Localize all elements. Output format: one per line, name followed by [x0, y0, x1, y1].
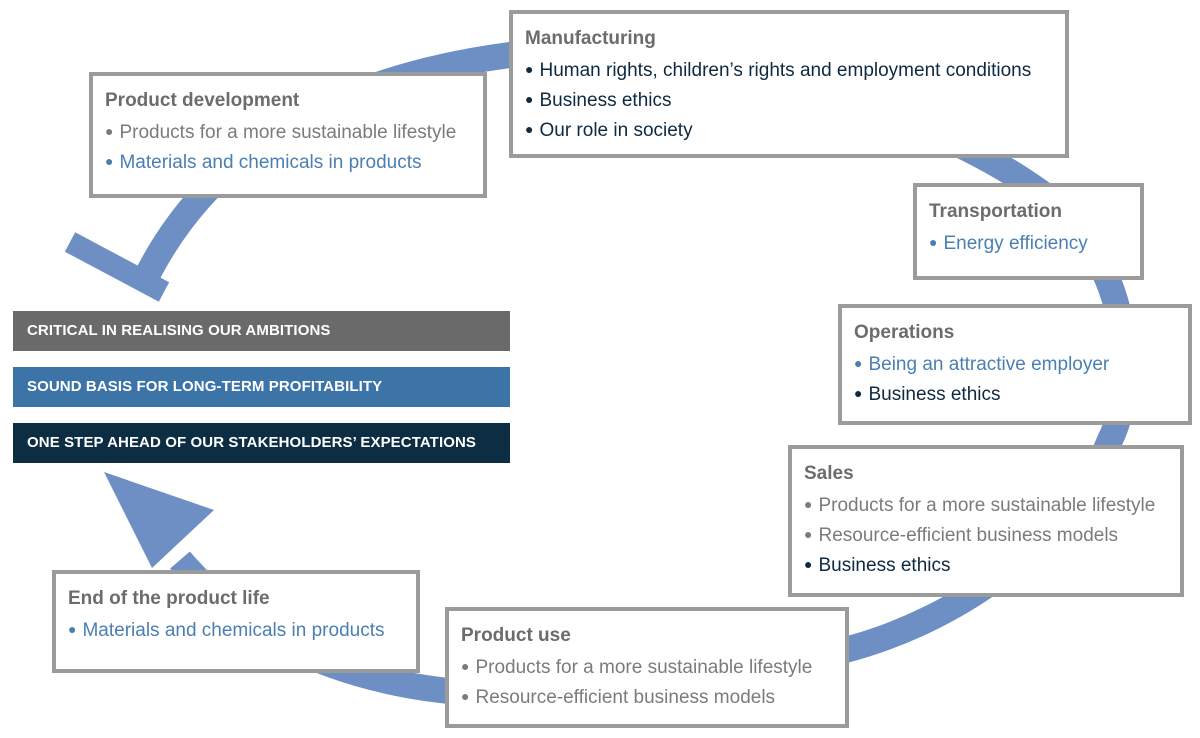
stage-transportation: Transportation ●Energy efficiency	[913, 183, 1144, 280]
stage-item: ●Energy efficiency	[929, 233, 1088, 254]
stage-item: ●Materials and chemicals in products	[105, 152, 422, 173]
bullet-dot-icon: ●	[854, 355, 863, 371]
stage-product-development: Product development ●Products for a more…	[89, 72, 487, 198]
bullet-dot-icon: ●	[525, 121, 534, 137]
bullet-dot-icon: ●	[525, 91, 534, 107]
stage-manufacturing: Manufacturing ●Human rights, children’s …	[509, 10, 1069, 158]
stop-bar-icon	[64, 232, 170, 302]
stage-item: ●Resource-efficient business models	[804, 525, 1119, 546]
bullet-dot-icon: ●	[525, 61, 534, 77]
stage-item: ●Materials and chemicals in products	[68, 620, 385, 641]
bullet-dot-icon: ●	[461, 688, 470, 704]
bullet-dot-icon: ●	[804, 556, 813, 572]
stage-item: ●Products for a more sustainable lifesty…	[461, 657, 813, 678]
bullet-dot-icon: ●	[461, 658, 470, 674]
stage-item-list: ●Products for a more sustainable lifesty…	[804, 491, 1168, 581]
stage-title: End of the product life	[68, 588, 270, 609]
bullet-dot-icon: ●	[854, 385, 863, 401]
stage-item-list: ●Materials and chemicals in products	[68, 616, 404, 646]
stage-sales: Sales ●Products for a more sustainable l…	[788, 445, 1184, 597]
stage-item: ●Business ethics	[525, 90, 672, 111]
stage-item-list: ●Energy efficiency	[929, 229, 1128, 259]
stage-item-list: ●Human rights, children’s rights and emp…	[525, 56, 1053, 146]
bullet-dot-icon: ●	[929, 234, 938, 250]
stage-item: ●Resource-efficient business models	[461, 687, 776, 708]
stage-item-list: ●Products for a more sustainable lifesty…	[461, 653, 833, 713]
bullet-dot-icon: ●	[105, 123, 114, 139]
bullet-dot-icon: ●	[804, 496, 813, 512]
bullet-dot-icon: ●	[804, 526, 813, 542]
stage-item-list: ●Products for a more sustainable lifesty…	[105, 118, 471, 178]
stage-item: ●Products for a more sustainable lifesty…	[105, 122, 457, 143]
banner-sound-basis: SOUND BASIS FOR LONG-TERM PROFITABILITY	[13, 367, 510, 407]
bullet-dot-icon: ●	[68, 621, 77, 637]
stage-item: ●Business ethics	[804, 555, 951, 576]
banner-critical: CRITICAL IN REALISING OUR AMBITIONS	[13, 311, 510, 351]
stage-product-use: Product use ●Products for a more sustain…	[445, 607, 849, 728]
stage-item: ●Human rights, children’s rights and emp…	[525, 60, 1032, 81]
stage-title: Transportation	[929, 201, 1063, 222]
bullet-dot-icon: ●	[105, 153, 114, 169]
stage-item: ●Being an attractive employer	[854, 354, 1110, 375]
arrow-head-icon	[104, 472, 214, 568]
stage-item: ●Our role in society	[525, 120, 693, 141]
stage-title: Sales	[804, 463, 854, 484]
stage-operations: Operations ●Being an attractive employer…	[838, 304, 1192, 425]
stage-item-list: ●Being an attractive employer ●Business …	[854, 350, 1176, 410]
stage-item: ●Products for a more sustainable lifesty…	[804, 495, 1156, 516]
stage-item: ●Business ethics	[854, 384, 1001, 405]
stage-title: Manufacturing	[525, 28, 656, 49]
stage-title: Product use	[461, 625, 571, 646]
stage-title: Product development	[105, 90, 300, 111]
stage-title: Operations	[854, 322, 955, 343]
banner-one-step-ahead: ONE STEP AHEAD OF OUR STAKEHOLDERS’ EXPE…	[13, 423, 510, 463]
stage-end-of-product-life: End of the product life ●Materials and c…	[52, 570, 420, 673]
